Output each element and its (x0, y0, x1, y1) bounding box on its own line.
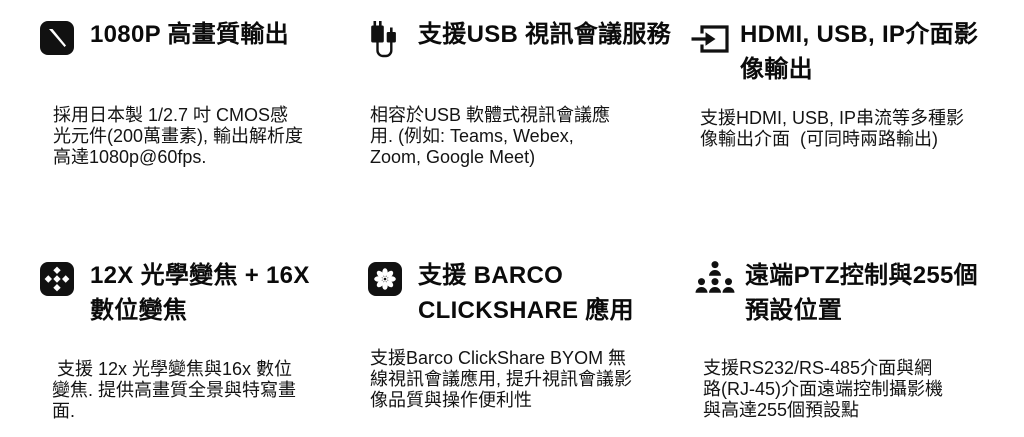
feature-description: 支援RS232/RS-485介面與網 路(RJ-45)介面遠端控制攝影機 與高達… (703, 358, 944, 420)
feature-header: 1080P 高畫質輸出 (40, 17, 365, 60)
feature-description: 支援 12x 光學變焦與16x 數位 變焦. 提供高畫質全景與特寫畫 面. (52, 359, 297, 421)
feature-header: 支援USB 視訊會議服務 (368, 17, 693, 66)
people-group-icon (695, 260, 735, 302)
feature-video-output-interfaces: HDMI, USB, IP介面影 像輸出 支援HDMI, USB, IP串流等多… (691, 17, 1020, 149)
signal-output-icon (690, 24, 730, 59)
feature-optical-zoom: 12X 光學變焦 + 16X 數位變焦 支援 12x 光學變焦與16x 數位 變… (40, 258, 365, 421)
feature-description: 支援Barco ClickShare BYOM 無 線視訊會議應用, 提升視訊會… (370, 348, 633, 410)
feature-title: 1080P 高畫質輸出 (90, 21, 289, 48)
feature-description: 採用日本製 1/2.7 吋 CMOS感 光元件(200萬畫素), 輸出解析度 高… (53, 105, 304, 167)
feature-title: 12X 光學變焦 + 16X 數位變焦 (90, 262, 310, 324)
feature-usb-conferencing: 支援USB 視訊會議服務 相容於USB 軟體式視訊會議應 用. (例如: Tea… (368, 17, 693, 167)
feature-barco-clickshare: 支援 BARCO CLICKSHARE 應用 支援Barco ClickShar… (368, 258, 693, 410)
feature-title: HDMI, USB, IP介面影 像輸出 (740, 21, 979, 83)
feature-header: 遠端PTZ控制與255個 預設位置 (695, 258, 1020, 328)
feature-title: 支援USB 視訊會議服務 (418, 21, 671, 48)
pen-icon (40, 21, 80, 60)
clickshare-flower-icon (368, 262, 408, 301)
feature-header: 支援 BARCO CLICKSHARE 應用 (368, 258, 693, 328)
feature-1080p-output: 1080P 高畫質輸出 採用日本製 1/2.7 吋 CMOS感 光元件(200萬… (40, 17, 365, 167)
feature-title: 支援 BARCO CLICKSHARE 應用 (418, 262, 634, 324)
feature-header: 12X 光學變焦 + 16X 數位變焦 (40, 258, 365, 328)
feature-title: 遠端PTZ控制與255個 預設位置 (745, 262, 978, 324)
feature-remote-ptz-control: 遠端PTZ控制與255個 預設位置 支援RS232/RS-485介面與網 路(R… (695, 258, 1020, 420)
feature-header: HDMI, USB, IP介面影 像輸出 (691, 17, 1020, 87)
feature-description: 相容於USB 軟體式視訊會議應 用. (例如: Teams, Webex, Zo… (370, 105, 611, 167)
feature-description: 支援HDMI, USB, IP串流等多種影 像輸出介面 (可同時兩路輸出) (700, 108, 965, 149)
usb-plug-icon (368, 21, 408, 66)
zoom-diamonds-icon (40, 262, 80, 301)
